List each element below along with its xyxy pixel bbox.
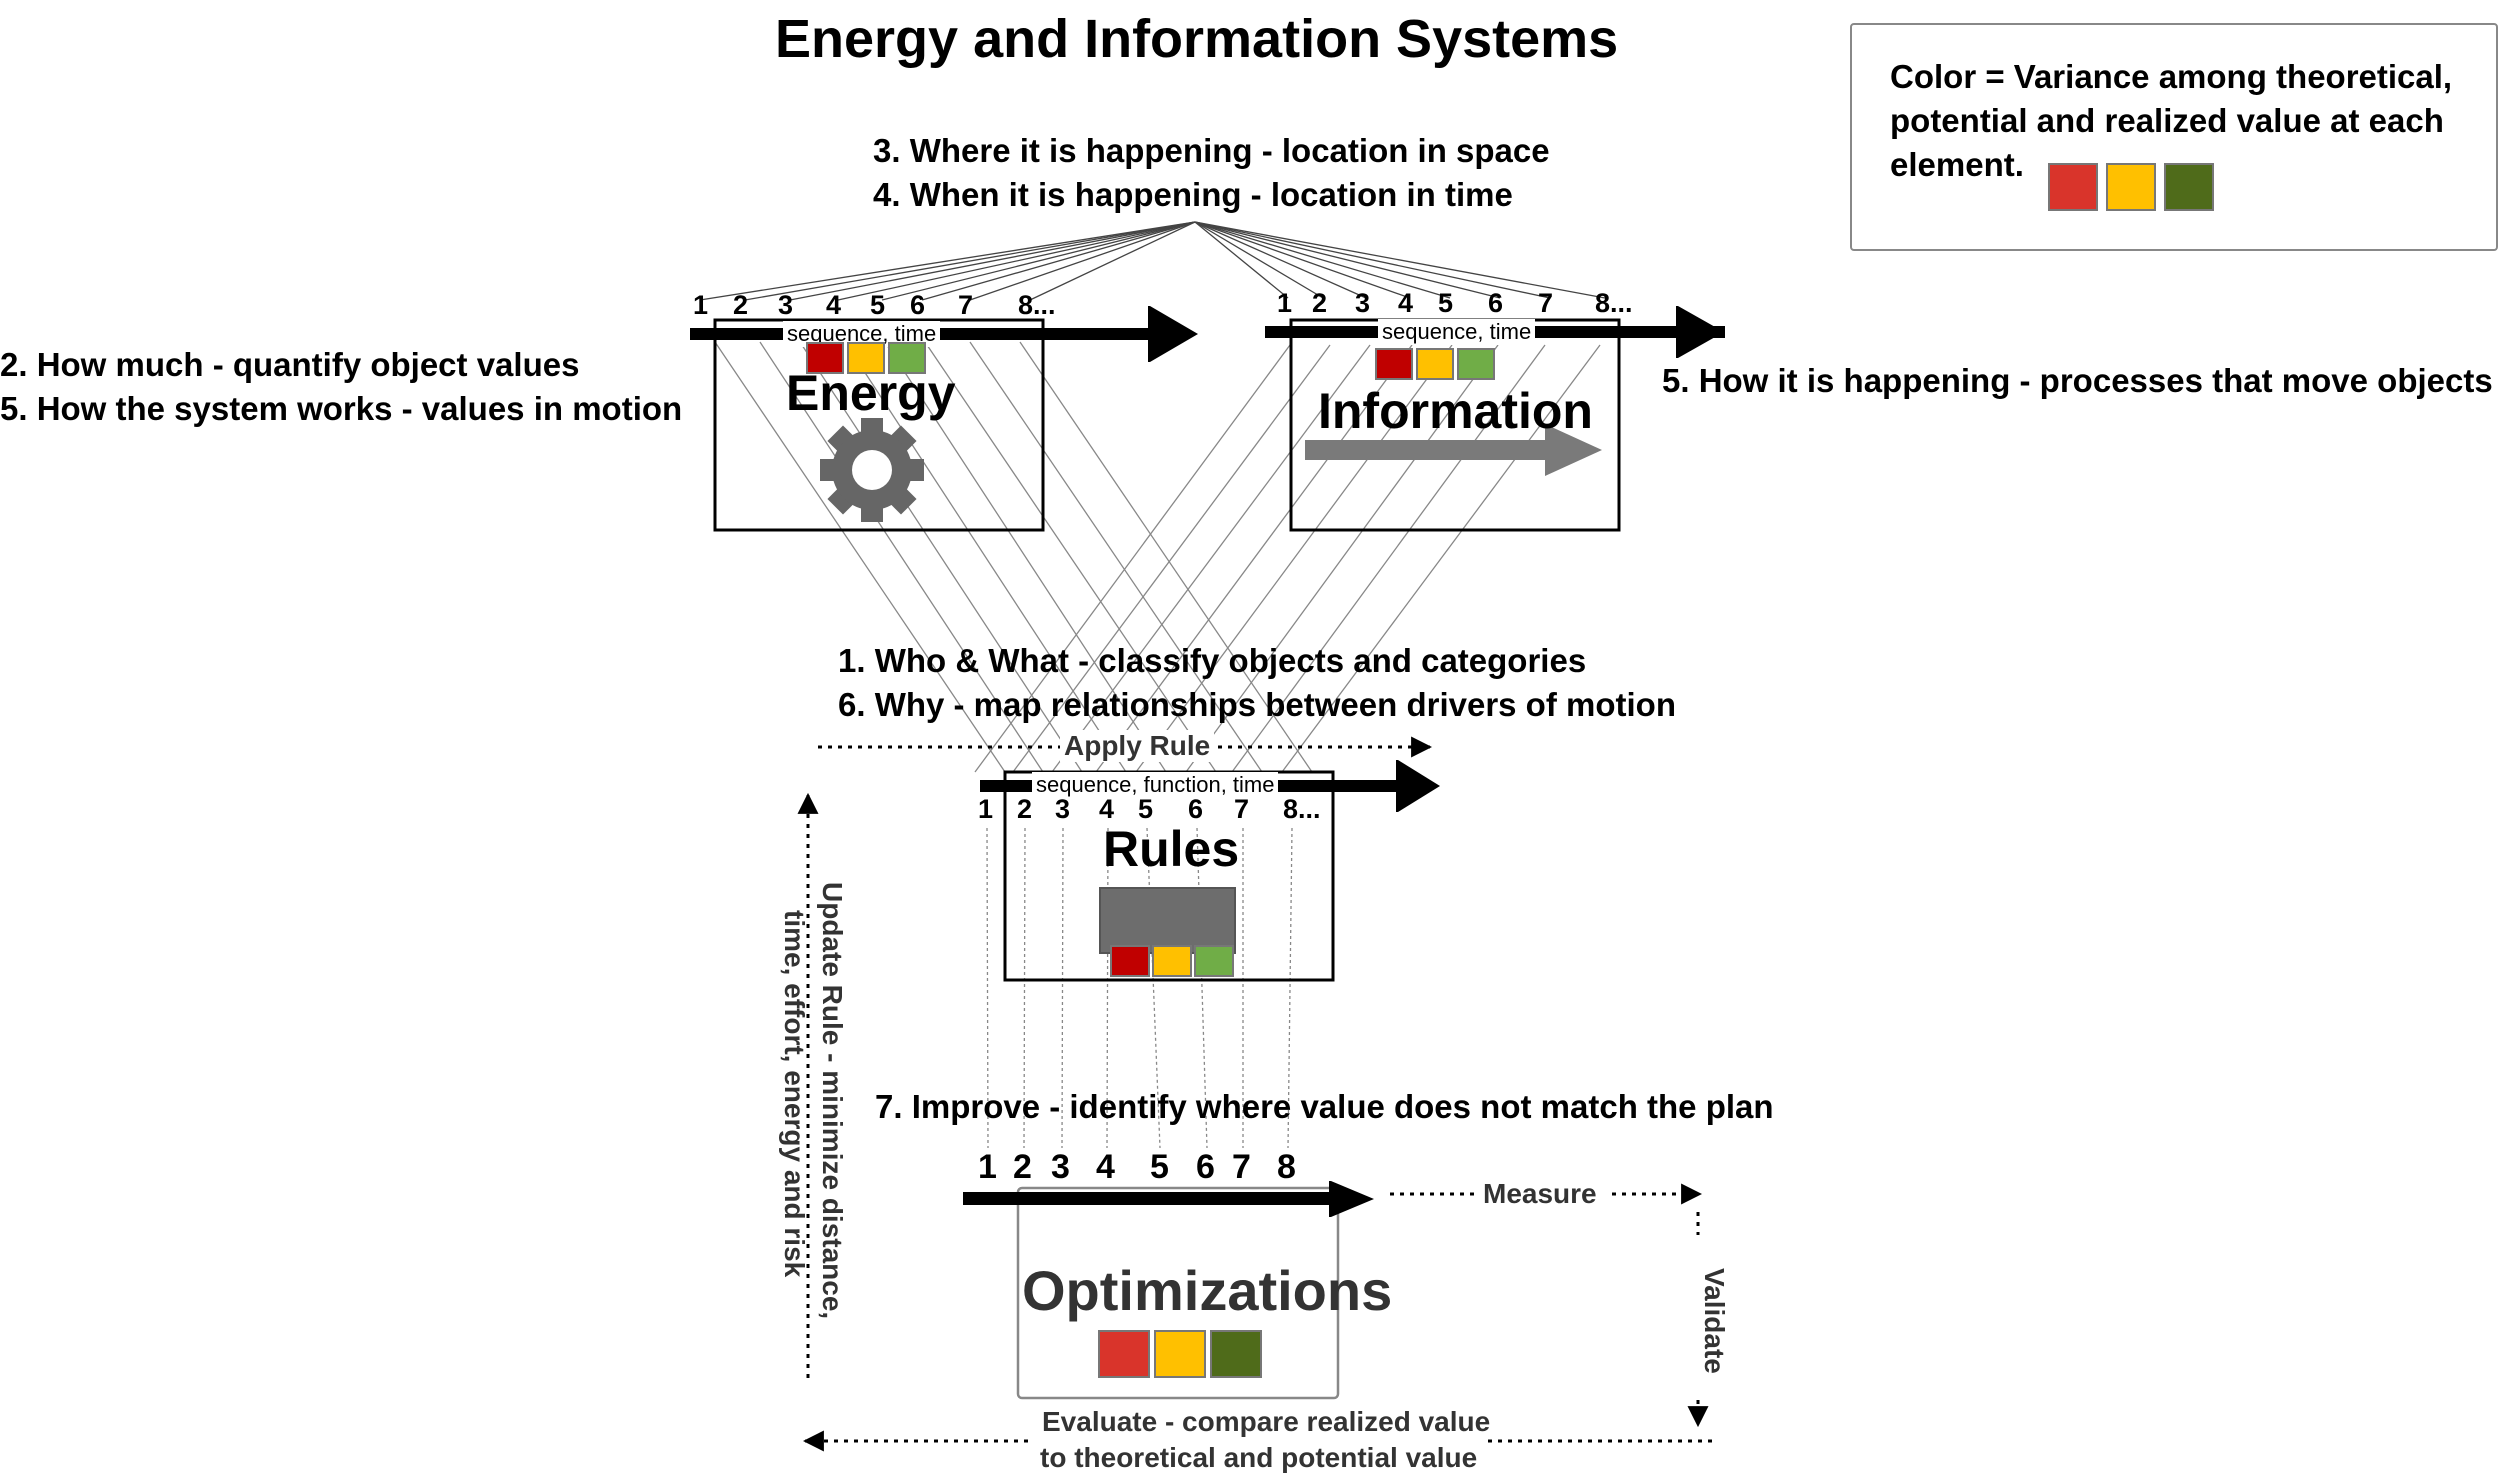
- legend-box: Color = Variance among theoretical, pote…: [1850, 23, 2498, 251]
- energy-number-4: 4: [826, 290, 842, 320]
- opt-number-6: 6: [1196, 1148, 1215, 1186]
- rules-number-2: 2: [1017, 794, 1033, 824]
- question-5-left: 5. How the system works - values in moti…: [0, 390, 683, 427]
- energy-number-8: 8...: [1018, 290, 1056, 320]
- optimizations-box: [1016, 1186, 1340, 1400]
- information-number-1: 1: [1277, 288, 1293, 318]
- evaluate-label-line2: to theoretical and potential value: [1040, 1442, 1478, 1473]
- question-2: 2. How much - quantify object values: [0, 346, 580, 383]
- question-3: 3. Where it is happening - location in s…: [873, 132, 1550, 169]
- apply-rule-label: Apply Rule: [1060, 730, 1215, 762]
- opt-number-4: 4: [1096, 1148, 1115, 1186]
- optimizations-swatch-green: [1210, 1330, 1262, 1378]
- legend-swatch-red: [2048, 163, 2098, 211]
- gear-icon: [820, 418, 924, 522]
- question-6: 6. Why - map relationships between drive…: [838, 686, 1676, 723]
- opt-number-8: 8: [1277, 1148, 1296, 1186]
- information-number-8: 8...: [1595, 288, 1633, 318]
- optimizations-swatch-red: [1098, 1330, 1150, 1378]
- rules-swatch-green: [1194, 945, 1234, 977]
- rules-process-block: [1099, 887, 1236, 954]
- information-number-5: 5: [1438, 288, 1454, 318]
- legend-swatch-green: [2164, 163, 2214, 211]
- information-number-2: 2: [1312, 288, 1328, 318]
- measure-label: Measure: [1483, 1178, 1597, 1209]
- energy-label: Energy: [786, 365, 956, 421]
- energy-swatch-yellow: [847, 342, 885, 374]
- rules-swatch-yellow: [1152, 945, 1192, 977]
- energy-number-5: 5: [870, 290, 886, 320]
- rules-timeline-label: sequence, function, time: [1032, 772, 1279, 798]
- information-timeline-label: sequence, time: [1378, 319, 1536, 345]
- rules-number-8: 8...: [1283, 794, 1321, 824]
- information-swatch-yellow: [1416, 348, 1454, 380]
- energy-number-2: 2: [733, 290, 749, 320]
- energy-swatch-green: [888, 342, 926, 374]
- rules-number-6: 6: [1188, 794, 1204, 824]
- arrow-right-icon: [1305, 424, 1602, 476]
- information-number-3: 3: [1355, 288, 1371, 318]
- page-title: Energy and Information Systems: [775, 9, 1619, 69]
- rules-swatch-red: [1110, 945, 1150, 977]
- question-1: 1. Who & What - classify objects and cat…: [838, 642, 1587, 679]
- energy-timeline-arrow: [690, 306, 1198, 362]
- question-5-right: 5. How it is happening - processes that …: [1662, 362, 2493, 399]
- opt-number-7: 7: [1232, 1148, 1251, 1186]
- opt-number-2: 2: [1013, 1148, 1032, 1186]
- fan-lines: [699, 221, 1606, 301]
- rules-number-4: 4: [1099, 794, 1115, 824]
- legend-text: Color = Variance among theoretical, pote…: [1890, 58, 2453, 183]
- validate-label: Validate: [1699, 1268, 1730, 1374]
- rules-label: Rules: [1103, 821, 1240, 877]
- information-number-6: 6: [1488, 288, 1504, 318]
- rules-number-7: 7: [1234, 794, 1250, 824]
- optimizations-label: Optimizations: [1022, 1259, 1393, 1322]
- information-swatch-red: [1375, 348, 1413, 380]
- information-label: Information: [1318, 383, 1593, 439]
- rules-number-5: 5: [1138, 794, 1154, 824]
- optimizations-timeline-arrow: [963, 1181, 1374, 1217]
- energy-number-7: 7: [958, 290, 974, 320]
- energy-box: [713, 318, 1045, 532]
- information-swatch-green: [1457, 348, 1495, 380]
- update-rule-label-line2: time, effort, energy and risk: [779, 910, 810, 1278]
- question-7: 7. Improve - identify where value does n…: [875, 1088, 1774, 1125]
- information-number-7: 7: [1538, 288, 1554, 318]
- question-4: 4. When it is happening - location in ti…: [873, 176, 1513, 213]
- energy-swatch-red: [806, 342, 844, 374]
- opt-number-5: 5: [1150, 1148, 1169, 1186]
- energy-number-1: 1: [693, 290, 709, 320]
- energy-number-6: 6: [910, 290, 926, 320]
- opt-number-3: 3: [1051, 1148, 1070, 1186]
- rules-number-1: 1: [978, 794, 994, 824]
- drop-lines: [986, 827, 1293, 1149]
- update-rule-label-line1: Update Rule - minimize distance,: [817, 882, 848, 1320]
- rules-number-3: 3: [1055, 794, 1071, 824]
- cross-lines: [714, 341, 1601, 773]
- optimizations-swatch-yellow: [1154, 1330, 1206, 1378]
- opt-number-1: 1: [978, 1148, 997, 1186]
- information-number-4: 4: [1398, 288, 1414, 318]
- evaluate-label-line1: Evaluate - compare realized value: [1042, 1406, 1491, 1437]
- energy-number-3: 3: [778, 290, 794, 320]
- legend-swatch-yellow: [2106, 163, 2156, 211]
